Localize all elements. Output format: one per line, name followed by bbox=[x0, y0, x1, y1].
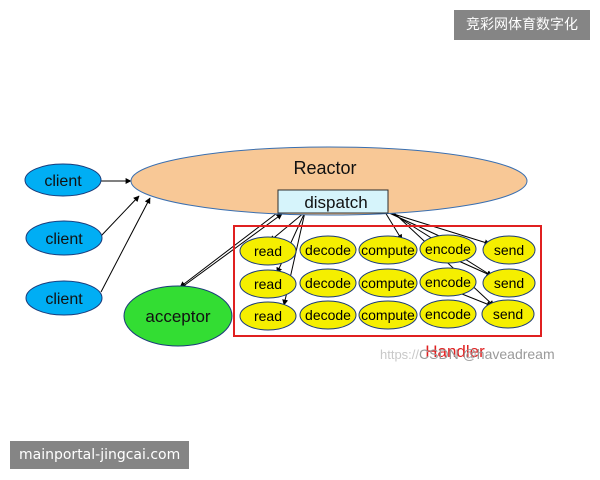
handler-label-send-2: send bbox=[494, 275, 524, 291]
handler-node-send-3 bbox=[481, 299, 535, 329]
handler-node-compute-1 bbox=[358, 235, 418, 265]
handler-node-read-2 bbox=[239, 269, 297, 299]
handler-node-compute-3 bbox=[358, 300, 418, 330]
arrow-dispatch-acceptor bbox=[179, 209, 282, 288]
handler-node-read-1 bbox=[239, 236, 297, 266]
top-right-overlay: 竞彩网体育数字化 bbox=[454, 10, 590, 40]
acceptor-node bbox=[123, 285, 233, 347]
client-label-1: client bbox=[44, 173, 82, 190]
handler-node-decode-2 bbox=[299, 268, 357, 298]
handler-label-read-3: read bbox=[254, 308, 282, 324]
arrow-client-2-reactor bbox=[100, 195, 140, 237]
acceptor-label: acceptor bbox=[145, 307, 211, 326]
client-label-2: client bbox=[45, 231, 83, 248]
handler-node-send-2 bbox=[482, 268, 536, 298]
watermark-text: CSDN @haveadream bbox=[419, 346, 555, 362]
handler-label-read-1: read bbox=[254, 243, 282, 259]
handler-node-send-1 bbox=[482, 235, 536, 265]
handler-label: Handler bbox=[425, 342, 485, 361]
handler-label-compute-1: compute bbox=[361, 242, 415, 258]
handler-node-compute-2 bbox=[358, 268, 418, 298]
handler-label-compute-2: compute bbox=[361, 275, 415, 291]
reactor-node bbox=[130, 146, 528, 216]
csdn-watermark: https://CSDN @haveadream bbox=[380, 346, 600, 364]
handler-node-decode-3 bbox=[299, 300, 357, 330]
handler-label-encode-3: encode bbox=[425, 306, 471, 322]
client-node-2 bbox=[25, 220, 103, 256]
handler-node-encode-1 bbox=[419, 234, 477, 264]
client-node-1 bbox=[24, 163, 102, 197]
bottom-left-overlay: mainportal-jingcai.com bbox=[10, 441, 190, 469]
handler-box bbox=[233, 225, 542, 337]
handler-label-send-1: send bbox=[494, 242, 524, 258]
handler-node-encode-2 bbox=[419, 267, 477, 297]
reactor-label: Reactor bbox=[293, 158, 356, 178]
arrow-client-3-reactor bbox=[100, 197, 151, 293]
client-node-3 bbox=[25, 280, 103, 316]
arrow-dispatch-send-1 bbox=[386, 211, 491, 246]
dispatch-label: dispatch bbox=[304, 193, 367, 212]
client-nodes: client client client bbox=[24, 163, 103, 316]
handler-label-send-3: send bbox=[493, 306, 523, 322]
watermark-prefix: https:// bbox=[380, 347, 420, 362]
dispatch-node bbox=[277, 189, 389, 214]
handler-label-encode-1: encode bbox=[425, 241, 471, 257]
handler-label-decode-1: decode bbox=[305, 242, 351, 258]
handler-node-read-3 bbox=[239, 301, 297, 331]
handler-node-encode-3 bbox=[419, 299, 477, 329]
handler-label-encode-2: encode bbox=[425, 274, 471, 290]
handler-label-decode-2: decode bbox=[305, 275, 351, 291]
handler-label-compute-3: compute bbox=[361, 307, 415, 323]
handler-label-decode-3: decode bbox=[305, 307, 351, 323]
handler-label-read-2: read bbox=[254, 276, 282, 292]
handler-node-decode-1 bbox=[299, 235, 357, 265]
handler-nodes: read decode compute encode send read dec… bbox=[239, 234, 536, 331]
client-label-3: client bbox=[45, 291, 83, 308]
